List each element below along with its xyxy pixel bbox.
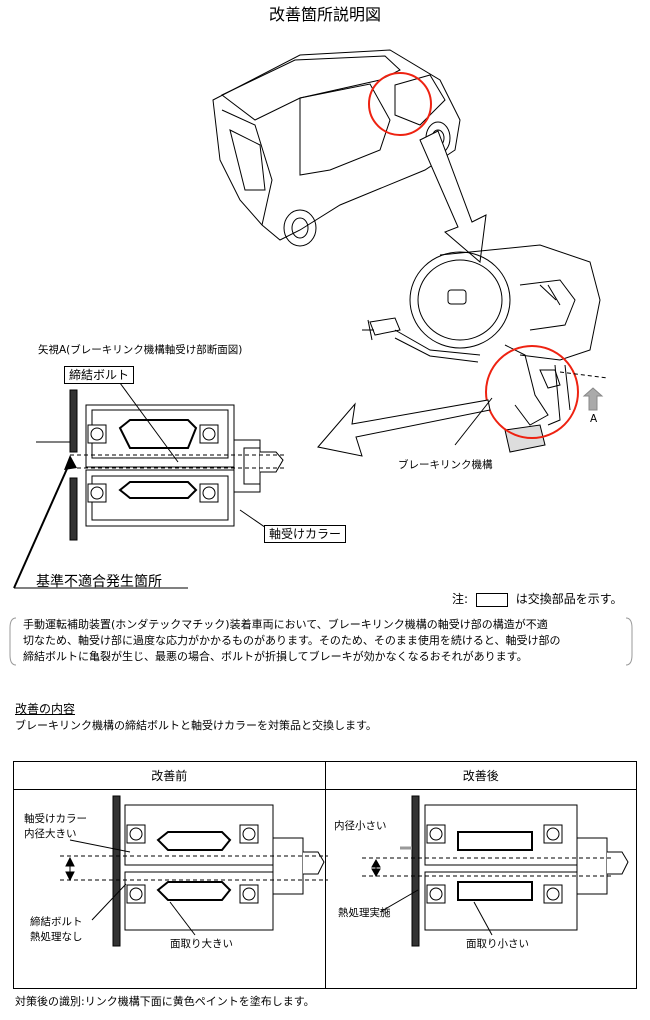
car-illustration	[212, 49, 461, 247]
before-bolt-label-2: 熱処理なし	[30, 931, 83, 943]
before-header: 改善前	[13, 761, 326, 790]
comparison-table: 改善前 改善後	[13, 761, 637, 989]
after-cell	[324, 789, 637, 989]
improvement-text: ブレーキリンク機構の締結ボルトと軸受けカラーを対策品と交換します。	[15, 719, 377, 732]
collar-callout: 軸受けカラー	[264, 525, 347, 543]
description-line: 手動運転補助装置(ホンダテックマチック)装着車両において、ブレーキリンク機構の軸…	[23, 618, 548, 631]
note: 注: は交換部品を示す。	[452, 592, 623, 607]
defect-location-label: 基準不適合発生箇所	[36, 574, 162, 590]
before-collar-label-2: 内径大きい	[24, 828, 77, 840]
arrow-a-icon	[582, 387, 604, 411]
cross-section-top	[36, 389, 286, 541]
zoom-arrow-2	[317, 399, 491, 457]
page-title: 改善箇所説明図	[268, 5, 381, 24]
before-bolt-label-1: 締結ボルト	[30, 916, 83, 928]
dashboard-illustration	[362, 244, 601, 453]
highlight-circle-pedal	[485, 345, 579, 439]
note-suffix: は交換部品を示す。	[515, 592, 623, 606]
description-line: 切なため、軸受け部に過度な応力がかかるものがあります。そのため、そのまま使用を続…	[23, 634, 561, 647]
arrow-a-label: A	[590, 413, 598, 425]
before-collar-label-1: 軸受けカラー	[24, 813, 87, 825]
note-prefix: 注:	[452, 592, 469, 606]
brake-link-label: ブレーキリンク機構	[398, 459, 493, 471]
description-line: 締結ボルトに亀裂が生じ、最悪の場合、ボルトが折損してブレーキが効かなくなるおそれ…	[23, 650, 528, 663]
after-chamfer-label: 面取り小さい	[466, 938, 529, 950]
zoom-arrow-1	[419, 130, 487, 263]
bolt-callout: 締結ボルト	[64, 366, 135, 384]
after-diameter-label: 内径小さい	[334, 820, 387, 832]
improvement-heading: 改善の内容	[15, 702, 76, 716]
description: 手動運転補助装置(ホンダテックマチック)装着車両において、ブレーキリンク機構の軸…	[23, 617, 560, 665]
before-bolt-label: 締結ボルト 熱処理なし	[30, 915, 83, 945]
after-header: 改善後	[324, 761, 637, 790]
before-chamfer-label: 面取り大きい	[170, 938, 233, 950]
footer-note: 対策後の識別:リンク機構下面に黄色ペイントを塗布します。	[15, 995, 315, 1008]
before-collar-label: 軸受けカラー 内径大きい	[24, 812, 87, 842]
before-cell	[13, 789, 326, 989]
view-label: 矢視A(ブレーキリンク機構軸受け部断面図)	[38, 344, 243, 356]
highlight-circle-car	[368, 72, 432, 136]
after-heat-label: 熱処理実施	[338, 907, 391, 919]
note-box	[475, 592, 508, 607]
